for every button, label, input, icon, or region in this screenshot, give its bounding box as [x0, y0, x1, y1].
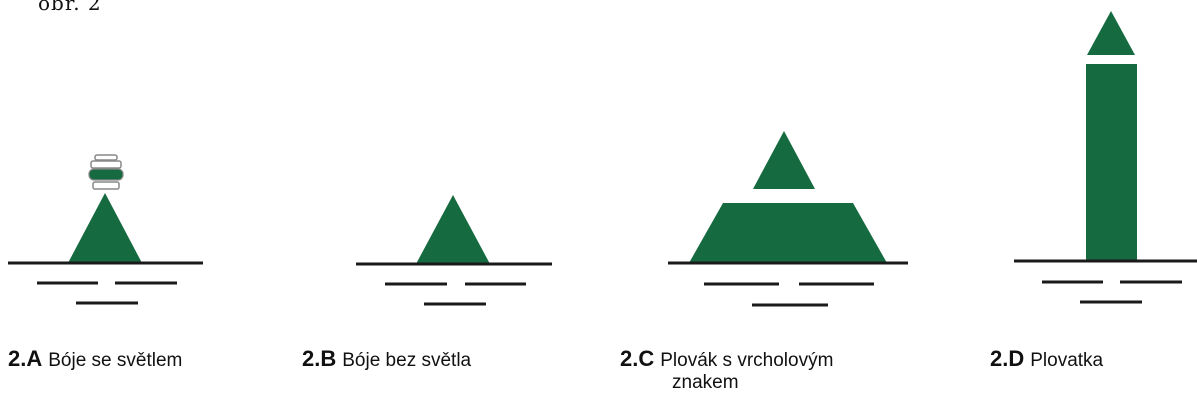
buoy-without-light — [356, 195, 552, 306]
caption-name: Bóje bez světla — [342, 350, 472, 371]
spar-body — [1086, 64, 1137, 260]
caption-code: 2.C — [620, 346, 655, 371]
buoy-triangle-a — [68, 193, 142, 263]
float-with-topmark — [668, 131, 908, 307]
spar-float — [1014, 11, 1197, 304]
light-lamp-icon — [88, 154, 124, 190]
caption-name: Plovák s vrcholovým — [660, 350, 834, 371]
buoy-with-light — [8, 154, 203, 305]
water-lines-d — [1014, 259, 1197, 304]
figure-label: obr. 2 — [38, 0, 102, 15]
float-trapezoid — [689, 203, 887, 263]
water-lines-b — [356, 262, 552, 306]
buoy-triangle-b — [416, 195, 490, 264]
caption-name: Bóje se světlem — [48, 350, 183, 371]
caption-code: 2.D — [990, 346, 1025, 371]
water-lines-c — [668, 261, 908, 307]
caption-code: 2.A — [8, 346, 43, 371]
spar-top-triangle — [1087, 11, 1135, 55]
water-lines-a — [8, 261, 203, 305]
caption-name-line2: znakem — [672, 371, 739, 393]
topmark-triangle — [753, 131, 815, 189]
caption-code: 2.B — [302, 346, 337, 371]
caption-name: Plovatka — [1030, 350, 1104, 371]
